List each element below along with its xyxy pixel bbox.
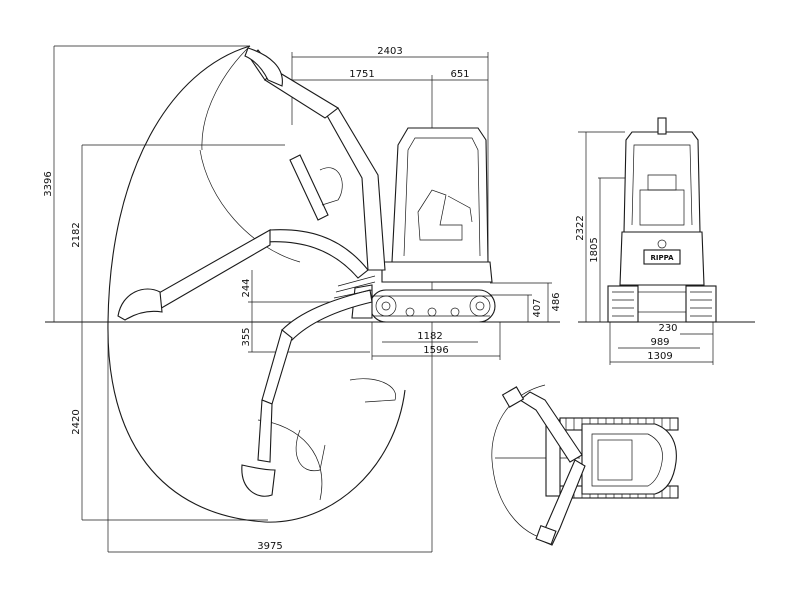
top-view-excavator: [491, 384, 679, 546]
dim-1751: 1751: [349, 69, 374, 80]
working-range-envelope: [107, 45, 406, 523]
dim-track-height: 407: [532, 298, 543, 317]
dim-blade-lift: 244: [241, 278, 252, 297]
dim-651: 651: [450, 69, 469, 80]
dim-blade-drop: 355: [241, 327, 252, 346]
boom-dig: [281, 289, 373, 341]
dim-track-gauge: 989: [650, 337, 669, 348]
dim-dig-depth: 2420: [71, 409, 82, 434]
side-dimension-lines: [53, 45, 552, 553]
dim-max-height: 3396: [43, 171, 54, 196]
boom-mid: [264, 229, 369, 279]
dim-track-length: 1182: [417, 331, 442, 342]
cab-frame: [391, 127, 489, 263]
dim-track-width: 230: [658, 323, 677, 334]
bucket-raised: [244, 47, 283, 87]
dim-clearance-height: 486: [551, 292, 562, 311]
top-boom-b: [539, 459, 586, 546]
brand-label: RIPPA: [650, 254, 674, 262]
rear-track-left: [607, 285, 639, 323]
dim-reach: 3975: [257, 541, 282, 552]
upper-body: [381, 261, 493, 283]
dim-counterweight-height: 1805: [589, 237, 600, 262]
top-upper-structure: [581, 423, 677, 495]
rear-cab: [623, 131, 701, 233]
dim-overall-track-length: 1596: [423, 345, 448, 356]
rear-view-excavator: RIPPA: [578, 117, 717, 365]
dim-overall-width: 1309: [647, 351, 672, 362]
dim-overall-height-rear: 2322: [575, 215, 586, 240]
bucket-reach: [117, 288, 163, 321]
dim-overall-length: 2403: [377, 46, 402, 57]
bucket-dig: [241, 464, 276, 497]
side-view-excavator: [117, 47, 496, 497]
brand-plate: [643, 249, 681, 265]
rear-track-right: [685, 285, 717, 323]
dim-dump-height: 2182: [71, 222, 82, 247]
